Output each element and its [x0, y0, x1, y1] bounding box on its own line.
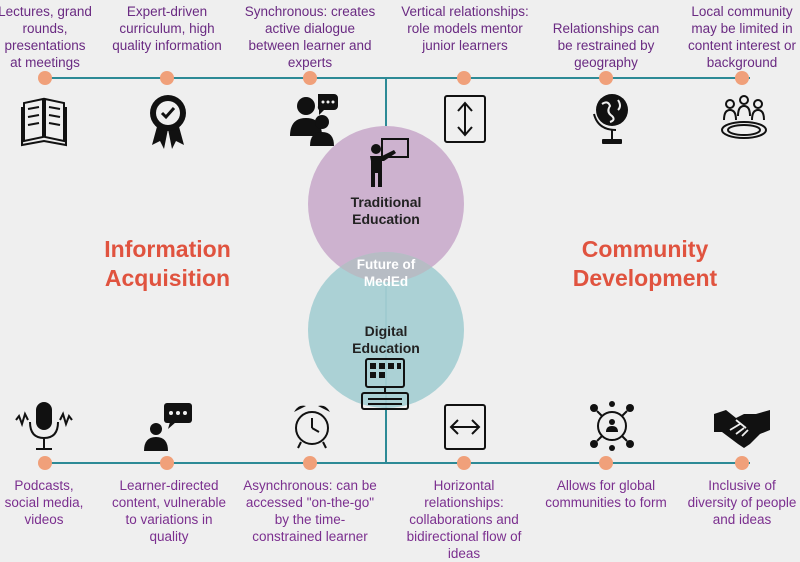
- vertical-arrows-icon: [444, 95, 486, 143]
- expert-discussion-icon: [290, 94, 338, 146]
- bottom-item-text-3: Asynchronous: can be accessed "on-the-go…: [243, 478, 377, 544]
- teacher-board-icon: [370, 138, 409, 187]
- bottom-item-text-2: Learner-directed content, vulnerable to …: [111, 478, 227, 544]
- bottom-dots: [38, 456, 749, 470]
- chat-user-icon: [144, 403, 192, 451]
- top-item-text-6: Local community may be limited in conten…: [687, 4, 797, 70]
- digital-education-circle: [308, 252, 464, 408]
- top-item-text-4: Vertical relationships: role models ment…: [401, 4, 529, 53]
- alarm-clock-icon: [294, 405, 330, 449]
- global-network-icon: [590, 401, 634, 451]
- traditional-education-circle: [308, 126, 464, 282]
- top-dots: [38, 71, 749, 85]
- top-item-text-2: Expert-driven curriculum, high quality i…: [112, 4, 222, 53]
- top-item-text-3: Synchronous: creates active dialogue bet…: [244, 4, 376, 70]
- top-item-text-5: Relationships can be restrained by geogr…: [552, 21, 660, 70]
- globe-icon: [593, 94, 628, 144]
- information-acquisition-heading: Information Acquisition: [104, 236, 231, 291]
- bottom-item-text-4: Horizontal relationships: collaborations…: [406, 478, 522, 561]
- bottom-item-text-6: Inclusive of diversity of people and ide…: [687, 478, 797, 527]
- local-community-icon: [721, 95, 767, 139]
- bottom-item-text-1: Podcasts, social media, videos: [4, 478, 84, 527]
- digital-education-label: Digital Education: [352, 323, 420, 356]
- handshake-icon: [714, 410, 770, 448]
- future-of-meded-label: Future of MedEd: [356, 257, 416, 289]
- award-ribbon-icon: [150, 95, 186, 149]
- computer-icon: [361, 358, 409, 410]
- horizontal-arrows-icon: [444, 404, 486, 450]
- bottom-item-text-5: Allows for global communities to form: [545, 478, 667, 510]
- community-development-heading: Community Development: [572, 236, 718, 291]
- book-icon: [21, 97, 67, 147]
- top-item-text-1: Lectures, grand rounds, presentations at…: [0, 4, 92, 70]
- traditional-education-label: Traditional Education: [350, 194, 422, 227]
- microphone-icon: [15, 402, 73, 450]
